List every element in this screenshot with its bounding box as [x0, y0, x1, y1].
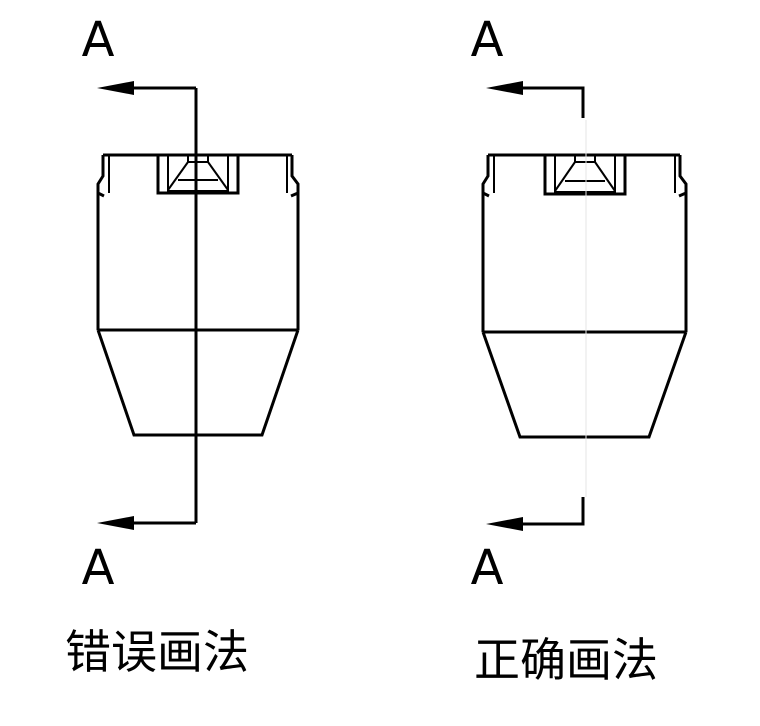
correct-socket: [543, 153, 627, 196]
wrong-caption: 错误画法: [65, 625, 249, 679]
correct-caption: 正确画法: [474, 633, 658, 687]
wrong-part-body: [96, 153, 300, 437]
correct-top-arrow: [486, 81, 585, 118]
wrong-top-section-label: A: [82, 12, 115, 68]
correct-bottom-arrow: [486, 497, 585, 531]
wrong-bottom-arrow: [97, 516, 196, 530]
correct-part-body: [481, 153, 688, 439]
wrong-bottom-section-label: A: [82, 540, 115, 596]
correct-bottom-section-label: A: [471, 540, 504, 596]
wrong-top-arrow: [97, 81, 196, 95]
correct-drawing: A: [471, 12, 688, 687]
wrong-drawing: A: [65, 12, 300, 679]
wrong-socket: [156, 153, 240, 195]
correct-top-section-label: A: [471, 12, 504, 68]
